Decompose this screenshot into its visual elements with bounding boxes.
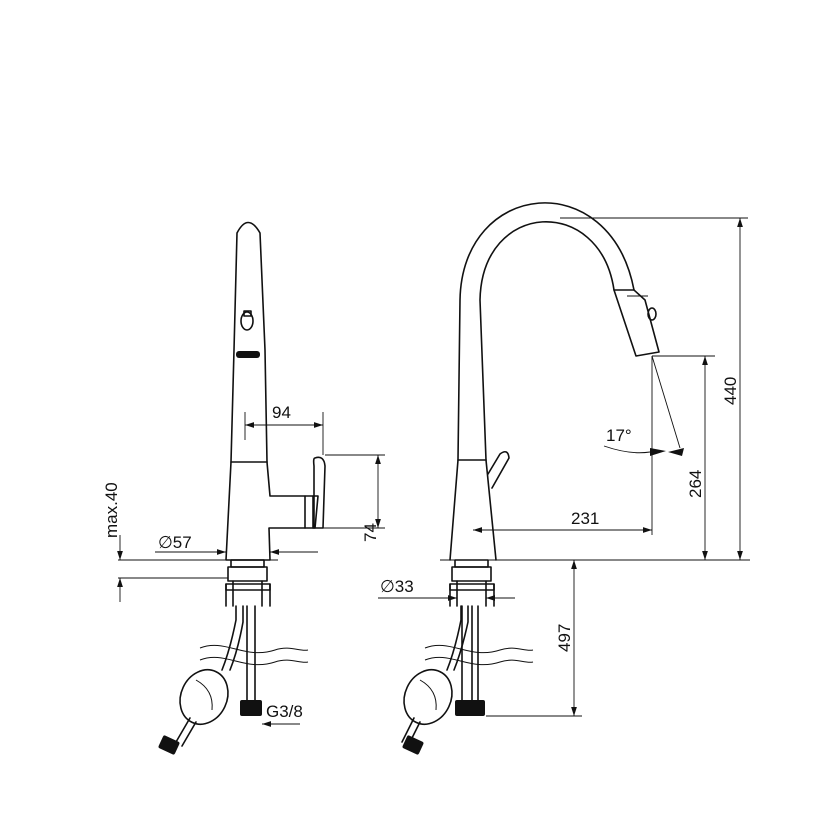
dim-label-231: 231: [571, 509, 599, 528]
dim-label-264: 264: [686, 470, 705, 498]
front-dim-440: 440: [560, 217, 748, 560]
side-dim-g38: G3/8: [262, 702, 303, 727]
front-view: 17° 231 264 440 ∅33 497: [378, 202, 750, 755]
front-dim-33: ∅33: [378, 577, 515, 601]
front-dim-angle: 17°: [603, 355, 684, 535]
side-dim-max40: max.40: [102, 482, 228, 602]
spray-head-icon: [236, 351, 260, 358]
g38-connector-icon: [240, 700, 262, 716]
side-dim-57: ∅57: [155, 533, 318, 555]
dim-label-17: 17°: [606, 426, 632, 445]
side-view: 94 74 max.40 ∅57 G3/8: [102, 221, 385, 755]
front-dim-231: 231: [473, 509, 652, 533]
front-dim-264: 264: [652, 355, 715, 560]
dim-label-g38: G3/8: [266, 702, 303, 721]
dim-label-57: ∅57: [158, 533, 192, 552]
dim-label-74: 74: [361, 523, 380, 542]
front-dim-497: 497: [486, 560, 582, 717]
side-dim-94: 94: [244, 403, 324, 455]
dim-label-440: 440: [721, 377, 740, 405]
hose-end-icon: [158, 735, 180, 755]
front-faucet-body: [401, 202, 750, 755]
side-dim-74: 74: [318, 454, 385, 542]
dim-label-94: 94: [272, 403, 291, 422]
dim-label-497: 497: [555, 624, 574, 652]
side-faucet-body: [118, 221, 326, 755]
dim-label-33: ∅33: [380, 577, 414, 596]
front-connectors-icon: [455, 700, 485, 716]
dim-label-max40: max.40: [102, 482, 121, 538]
front-hose-end-icon: [402, 735, 424, 755]
